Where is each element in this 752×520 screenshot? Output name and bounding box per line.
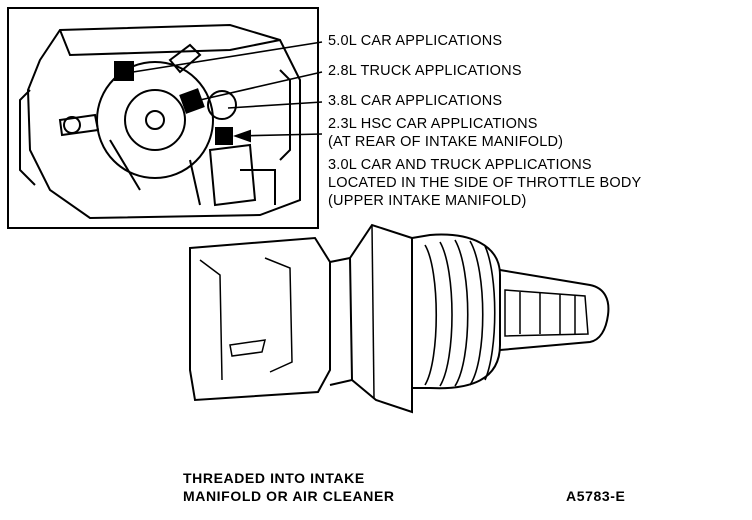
figure-id: A5783-E [566, 488, 626, 504]
callout-2-3l-hsc: 2.3L HSC CAR APPLICATIONS [328, 116, 538, 132]
caption-line-2: MANIFOLD OR AIR CLEANER [183, 488, 395, 504]
callout-2-3l-location: (AT REAR OF INTAKE MANIFOLD) [328, 134, 564, 150]
engine-inset [7, 7, 323, 229]
temperature-sensor [189, 223, 610, 414]
callout-3-0l-location: LOCATED IN THE SIDE OF THROTTLE BODY [328, 175, 642, 191]
callout-3-0l: 3.0L CAR AND TRUCK APPLICATIONS [328, 157, 592, 173]
callout-3-0l-manifold: (UPPER INTAKE MANIFOLD) [328, 193, 527, 209]
callout-3-8l-car: 3.8L CAR APPLICATIONS [328, 93, 503, 109]
callout-2-8l-truck: 2.8L TRUCK APPLICATIONS [328, 63, 522, 79]
caption-line-1: THREADED INTO INTAKE [183, 470, 365, 486]
callout-5-0l-car: 5.0L CAR APPLICATIONS [328, 33, 503, 49]
